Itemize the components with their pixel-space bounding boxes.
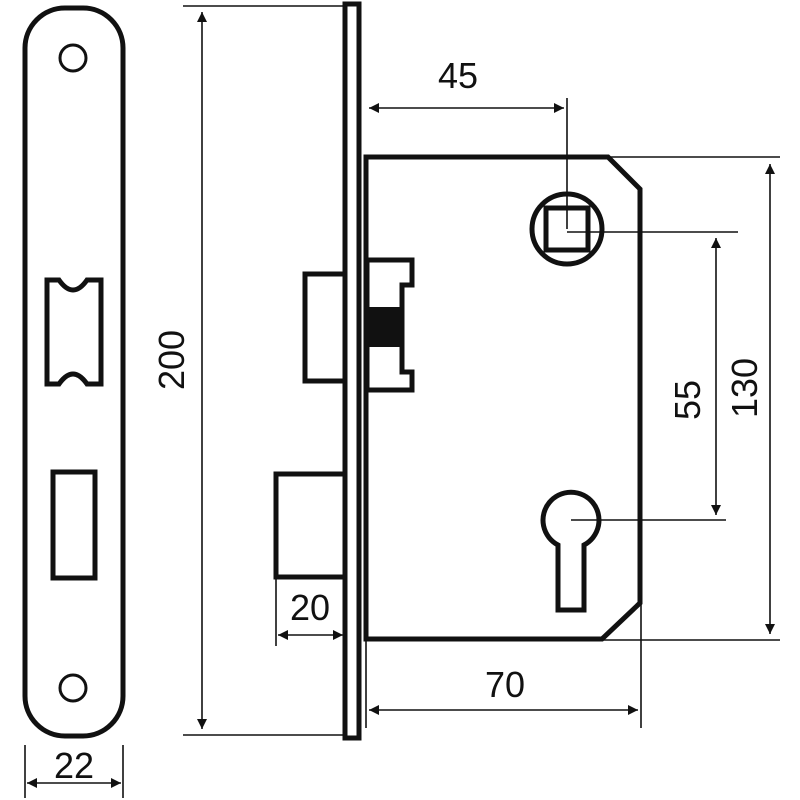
lock-side-view	[273, 1, 643, 741]
latch-spring	[367, 307, 403, 347]
lock-body	[363, 154, 643, 642]
deadbolt	[273, 471, 348, 580]
dim-label-200: 200	[151, 330, 192, 390]
deadbolt-opening	[50, 469, 98, 581]
dim-label-22: 22	[54, 745, 94, 786]
dimension-body-height: 130	[602, 156, 780, 641]
faceplate-front-view	[22, 5, 126, 739]
dimension-faceplate-height: 200	[151, 5, 345, 736]
latch-mechanism	[364, 257, 415, 393]
top-screw-hole	[58, 43, 88, 73]
dim-label-20: 20	[290, 587, 330, 628]
keyhole	[540, 489, 602, 613]
dimension-spindle-to-keyhole: 55	[567, 231, 738, 521]
latch-opening	[44, 277, 104, 387]
latch-bolt	[302, 271, 348, 384]
dimension-latch-projection: 20	[275, 578, 346, 646]
dimension-body-depth: 70	[365, 595, 642, 728]
dim-label-45: 45	[438, 55, 478, 96]
dim-label-70: 70	[485, 664, 525, 705]
dimension-faceplate-width: 22	[24, 745, 124, 798]
faceplate-outline	[22, 5, 126, 739]
dim-label-55: 55	[667, 380, 708, 420]
dim-label-130: 130	[724, 358, 765, 418]
bottom-screw-hole	[58, 673, 88, 703]
dimension-backset: 45	[369, 55, 568, 229]
